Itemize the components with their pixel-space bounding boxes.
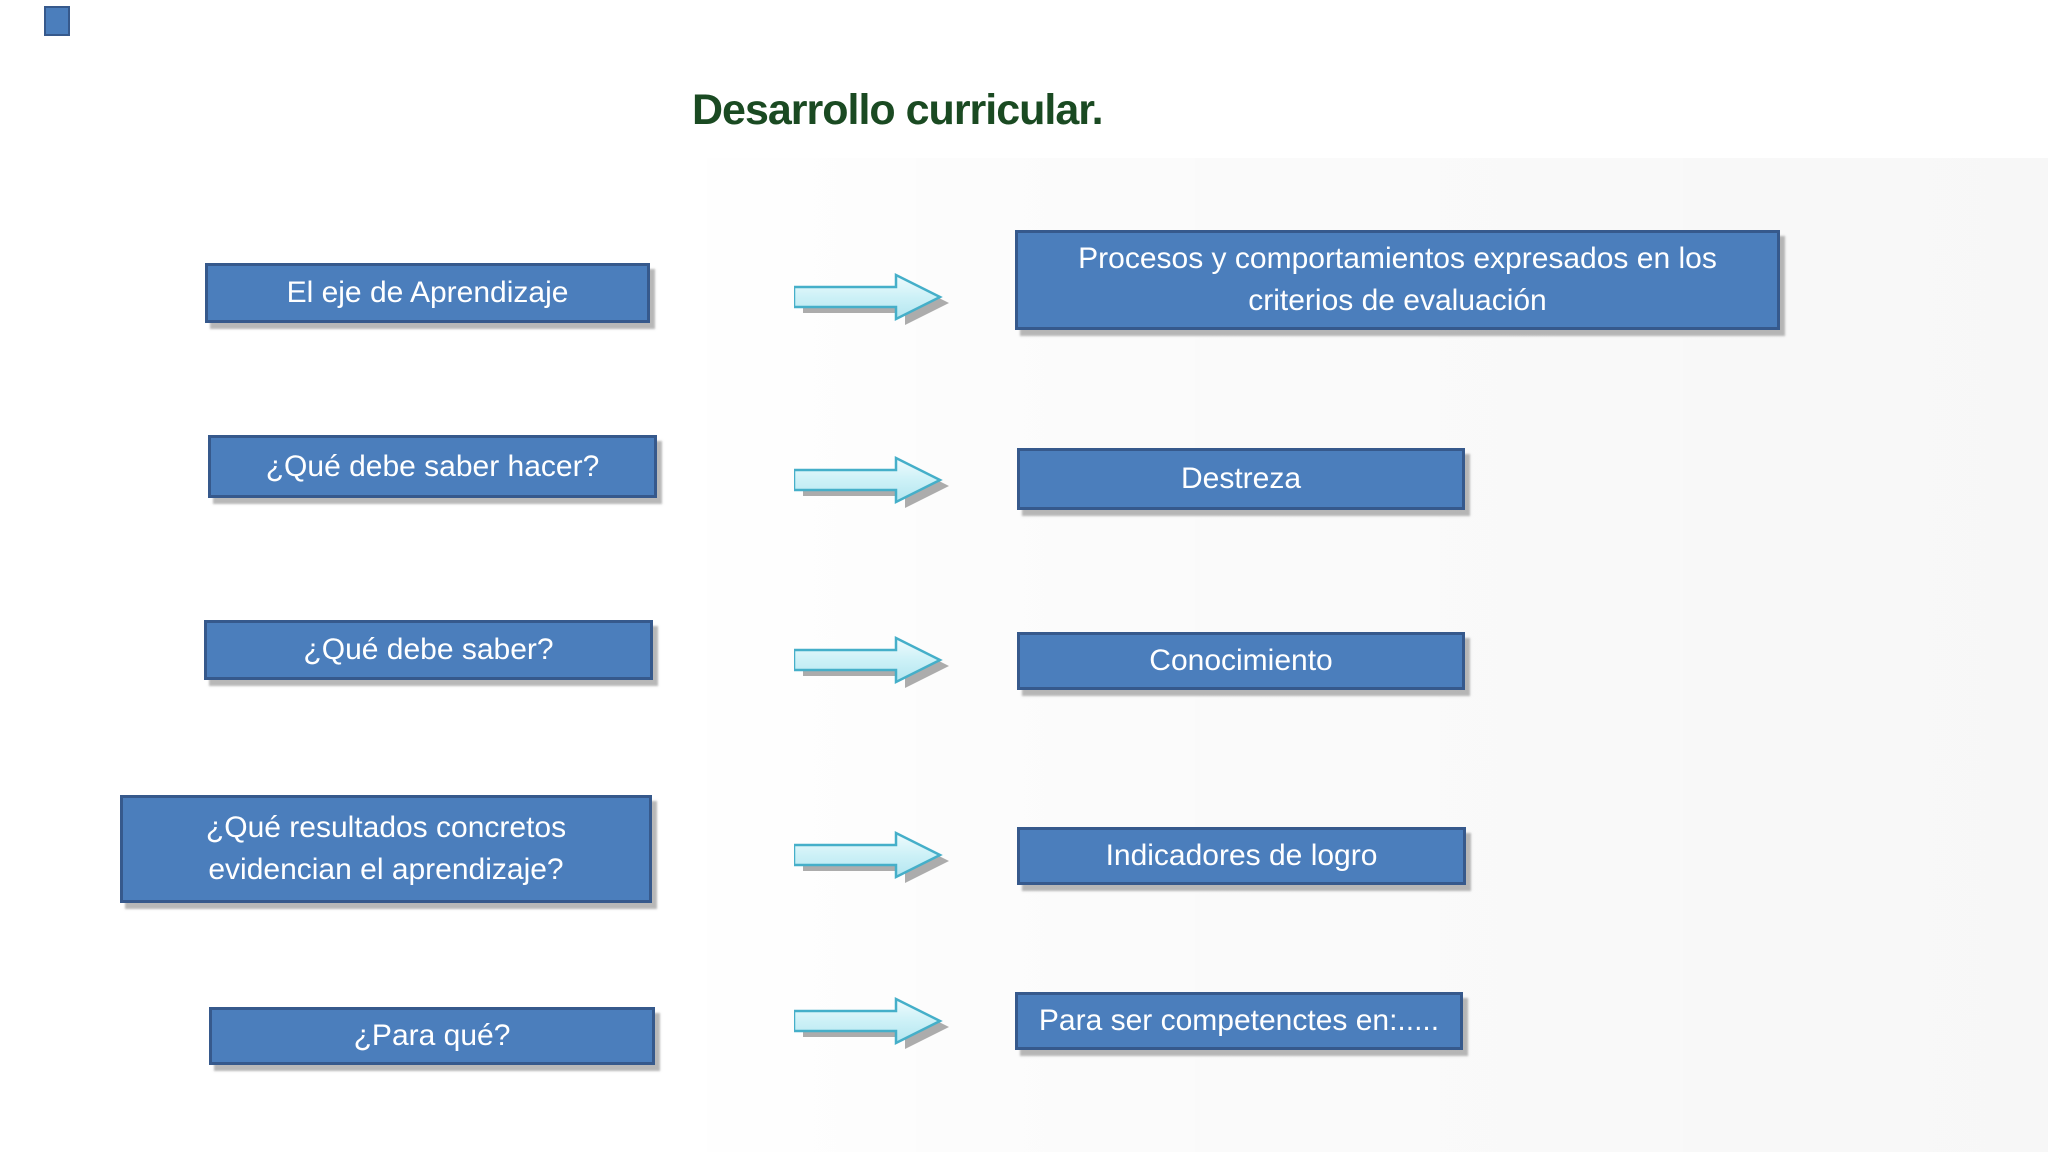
question-box-resultados: ¿Qué resultados concretos evidencian el …: [120, 795, 652, 903]
question-box-saber: ¿Qué debe saber?: [204, 620, 653, 680]
right-arrow-icon: [794, 272, 949, 325]
answer-box-indicadores: Indicadores de logro: [1017, 827, 1466, 885]
right-arrow-icon: [794, 996, 949, 1049]
page-title: Desarrollo curricular.: [692, 86, 1104, 134]
answer-box-destreza: Destreza: [1017, 448, 1465, 510]
answer-box-procesos: Procesos y comportamientos expresados en…: [1015, 230, 1780, 330]
question-box-saber-hacer: ¿Qué debe saber hacer?: [208, 435, 657, 498]
right-arrow-icon: [794, 830, 949, 883]
answer-box-competencias: Para ser competenctes en:.....: [1015, 992, 1463, 1050]
answer-box-conocimiento: Conocimiento: [1017, 632, 1465, 690]
right-arrow-icon: [794, 455, 949, 508]
corner-accent-shape: [44, 6, 70, 36]
right-arrow-icon: [794, 635, 949, 688]
question-box-para-que: ¿Para qué?: [209, 1007, 655, 1065]
question-box-eje-aprendizaje: El eje de Aprendizaje: [205, 263, 650, 323]
